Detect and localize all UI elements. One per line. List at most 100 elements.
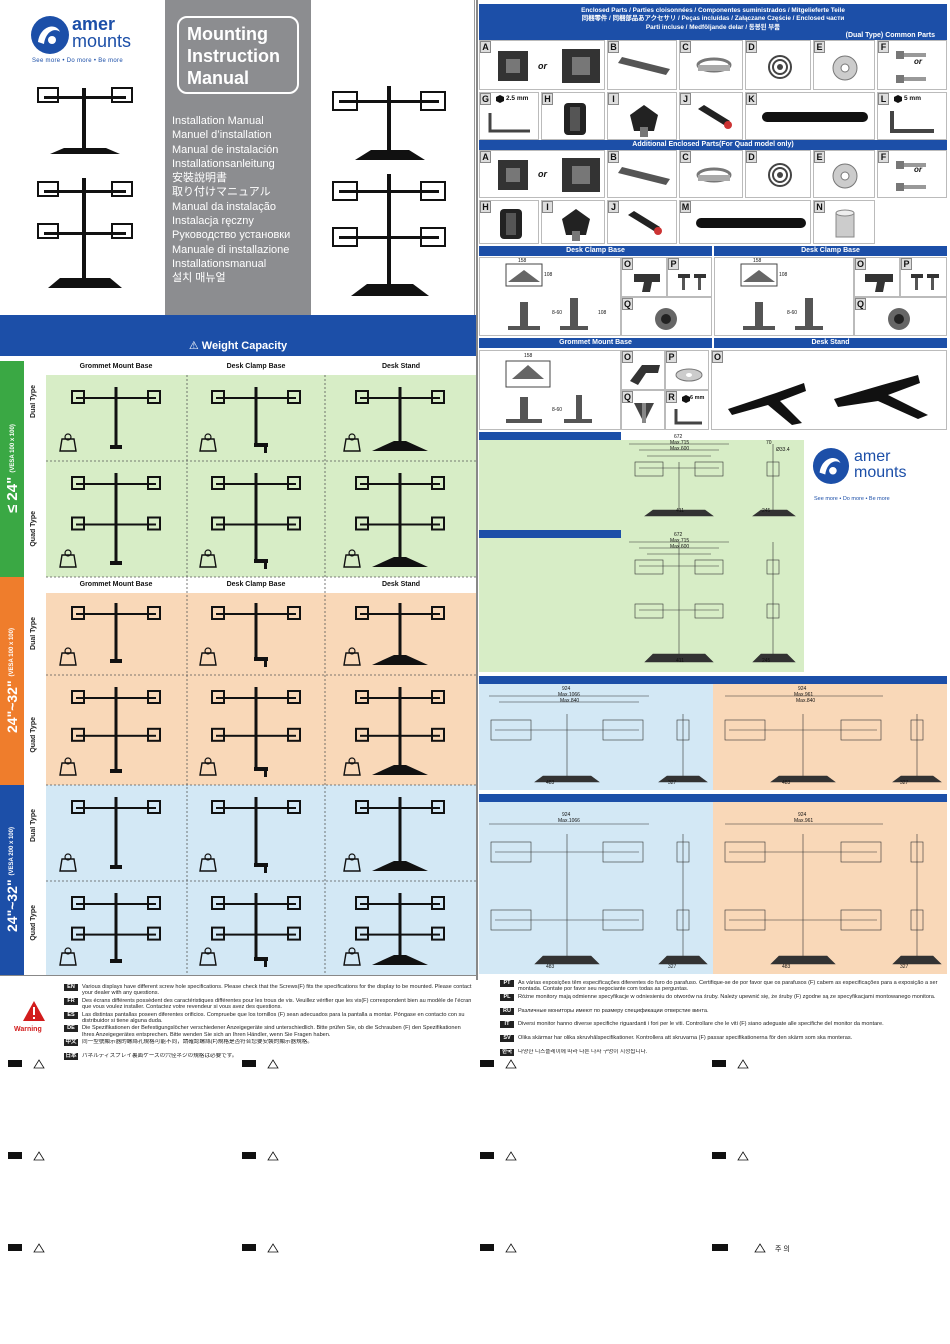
allen-key-icon bbox=[674, 409, 702, 425]
part-label: A bbox=[480, 41, 491, 53]
part-label: H bbox=[542, 93, 553, 105]
clamp-part-o: O bbox=[621, 257, 667, 297]
lang-ko: 설치 매뉴얼 bbox=[172, 272, 226, 285]
lang-ja: 取り付けマニュアル bbox=[172, 186, 271, 199]
part-label: A bbox=[480, 151, 491, 163]
dim-bar-1 bbox=[479, 432, 621, 440]
weight-icon bbox=[64, 853, 72, 861]
vesa-head bbox=[287, 926, 301, 941]
step-tag bbox=[712, 1244, 728, 1251]
col-grommet: Grommet Mount Base bbox=[79, 581, 153, 588]
vesa-head bbox=[211, 516, 225, 531]
arm bbox=[360, 523, 440, 526]
arm bbox=[360, 807, 440, 809]
arm bbox=[360, 933, 440, 936]
knob-icon bbox=[630, 105, 658, 137]
part-c: C bbox=[679, 40, 743, 90]
lang-tag: ES bbox=[64, 1011, 78, 1019]
arm bbox=[360, 903, 440, 905]
vesa-head bbox=[355, 516, 369, 531]
col-desk-stand: Desk Stand bbox=[381, 581, 421, 588]
part-label: C bbox=[680, 41, 691, 53]
warning-triangle-icon bbox=[505, 1151, 517, 1161]
warning-triangle-icon bbox=[33, 1151, 45, 1161]
pole bbox=[254, 473, 258, 563]
stand-base bbox=[372, 861, 428, 871]
vesa-head bbox=[71, 476, 85, 490]
desk-clamp-diagram-2: 158 108 8-60 bbox=[714, 257, 854, 336]
vesa-head bbox=[71, 896, 85, 910]
weight-icon bbox=[199, 952, 217, 966]
clamp-foot bbox=[264, 863, 267, 873]
desk-stand-header: Desk Stand bbox=[714, 338, 947, 348]
vesa-head bbox=[355, 896, 369, 910]
lang-tag: IT bbox=[500, 1021, 514, 1029]
step-tag bbox=[8, 1152, 22, 1159]
vesa-head bbox=[71, 606, 85, 620]
vesa-head bbox=[287, 390, 301, 404]
pole bbox=[398, 603, 402, 661]
grommet-foot bbox=[110, 659, 122, 663]
vesa-head bbox=[211, 926, 225, 941]
dim-924: 924 bbox=[798, 812, 807, 818]
dim-327: 327 bbox=[900, 964, 909, 970]
vesa-head bbox=[431, 476, 445, 490]
part-label: F bbox=[878, 41, 889, 53]
weight-icon bbox=[199, 554, 217, 568]
step-tag bbox=[242, 1152, 256, 1159]
weight-icon bbox=[199, 858, 217, 872]
or-text: or bbox=[538, 61, 547, 71]
weight-icon bbox=[64, 549, 72, 557]
vesa-head bbox=[287, 476, 301, 490]
washer-icon bbox=[832, 55, 858, 81]
part-b-quad: B bbox=[607, 150, 677, 198]
arm bbox=[216, 807, 296, 809]
part-label: O bbox=[622, 351, 633, 363]
weight-icon bbox=[59, 554, 77, 568]
warning-label: Warning bbox=[14, 1026, 42, 1033]
lang-tag: PT bbox=[500, 980, 514, 987]
vesa-head bbox=[211, 690, 225, 704]
quad-type-label: Quad Type bbox=[30, 717, 37, 753]
parts-header-line1: Enclosed Parts / Parties cloisonnées / C… bbox=[581, 7, 845, 14]
clamp-foot bbox=[264, 559, 267, 569]
arm bbox=[216, 523, 296, 526]
stand-base bbox=[372, 765, 428, 775]
part-f-quad: F or bbox=[877, 150, 947, 198]
pole bbox=[114, 797, 118, 867]
clamp-foot bbox=[254, 957, 268, 961]
parts-header-line2: 同梱零件 / 同梱部品あアクセサリ / Peças incluídas / Za… bbox=[581, 15, 845, 23]
arm bbox=[360, 483, 440, 485]
arm bbox=[216, 613, 296, 615]
dim-672: 672 bbox=[674, 532, 683, 538]
hex-size-5: 5 mm bbox=[904, 95, 921, 102]
arm bbox=[216, 397, 296, 399]
vesa-head bbox=[287, 896, 301, 910]
clamp2-part-o: O bbox=[854, 257, 900, 297]
weight-icon bbox=[204, 433, 212, 441]
pole bbox=[254, 797, 258, 867]
warning-triangle-icon bbox=[23, 1001, 45, 1021]
part-label: P bbox=[668, 258, 679, 270]
pole bbox=[254, 687, 258, 771]
size-band-blue: 24"~32" (VESA 200 x 100) bbox=[0, 785, 24, 975]
dim-max840: Max.840 bbox=[796, 698, 816, 704]
weight-icon bbox=[348, 433, 356, 441]
dim-483: 483 bbox=[546, 964, 555, 970]
part-label: Q bbox=[622, 391, 633, 403]
sleeve-icon bbox=[835, 209, 855, 238]
weight-icon bbox=[64, 757, 72, 765]
spring-icon bbox=[768, 55, 792, 79]
dim-8-60: 8-60 bbox=[552, 407, 563, 413]
dim-bar-2 bbox=[479, 530, 621, 538]
arm bbox=[216, 903, 296, 905]
brand-line2: mounts bbox=[854, 464, 907, 481]
grommet-part-p: P bbox=[665, 350, 709, 390]
stand-base bbox=[372, 955, 428, 965]
part-label: B bbox=[608, 151, 619, 163]
lang-tag: PL bbox=[500, 993, 514, 1001]
grommet-foot bbox=[110, 865, 122, 869]
part-label: J bbox=[608, 201, 619, 213]
